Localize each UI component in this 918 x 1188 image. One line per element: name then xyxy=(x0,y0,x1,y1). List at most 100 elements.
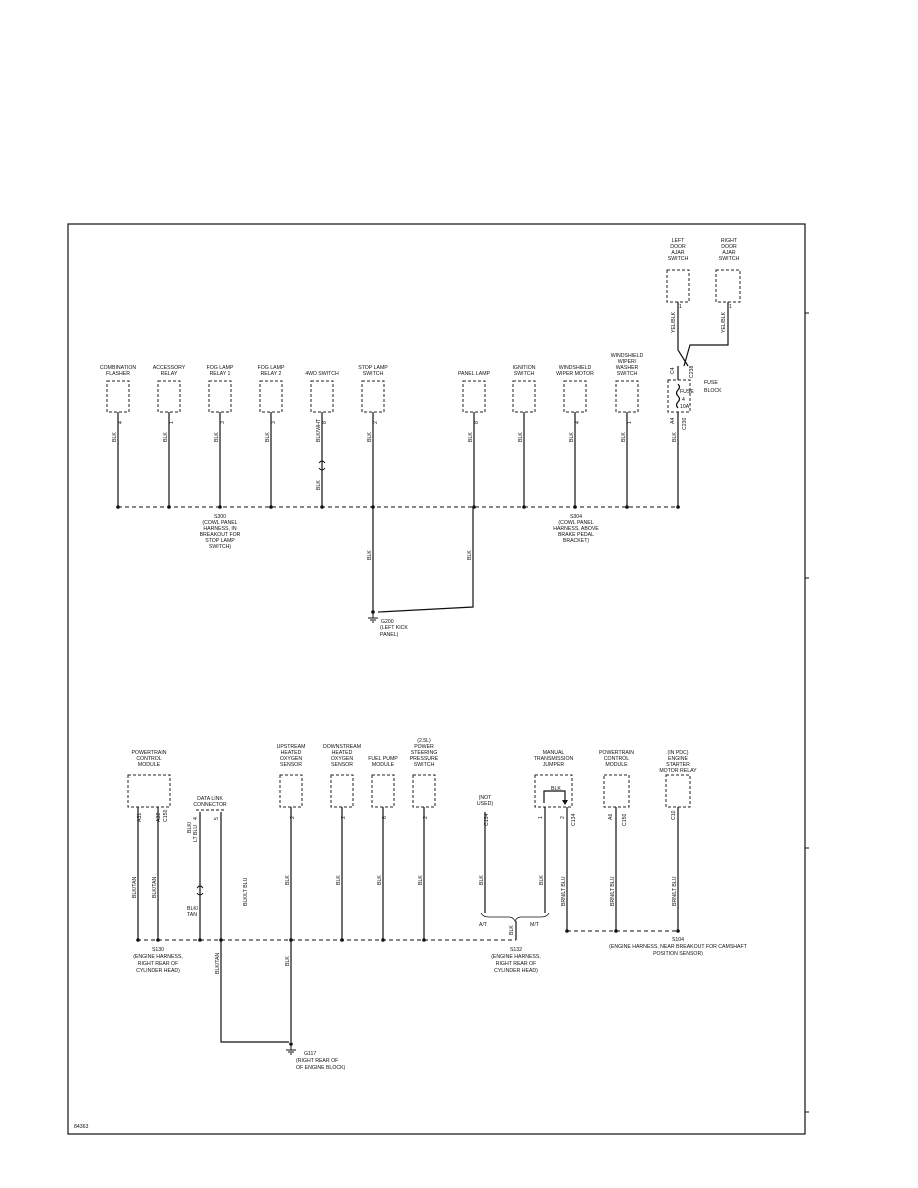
splice-s300-label: S300 xyxy=(214,514,226,520)
s132-wire-label: BLK xyxy=(509,925,515,935)
pcm-left-pin-2: A32 xyxy=(156,813,162,822)
not-used-wire-label: BLK xyxy=(479,875,485,885)
component-box xyxy=(361,380,385,413)
component-pin: 4 xyxy=(118,421,124,424)
mt-jumper-pin-1: 1 xyxy=(538,816,544,819)
g200-left-wire-label: BLK xyxy=(367,550,373,560)
component-box xyxy=(259,380,283,413)
starter-relay-wire-label: BRN/LT BLU xyxy=(672,876,678,906)
component-wire-label: BLK xyxy=(163,432,169,442)
component-pin: 2 xyxy=(373,421,379,424)
component-pin: 1 xyxy=(627,421,633,424)
dlc-pin-2: 5 xyxy=(214,817,220,820)
sensor-3-box xyxy=(412,774,436,808)
g200-right-wire xyxy=(377,507,474,613)
diagram-id: 84363 xyxy=(74,1124,89,1130)
component-wire-label: BLK xyxy=(112,432,118,442)
component-wire-label-lower: BLK xyxy=(316,480,322,490)
mt-jumper-wire-right: BRN/LT BLU xyxy=(561,876,567,906)
component-wire-label: BLK/WHT xyxy=(316,418,322,442)
splice-dot xyxy=(676,929,680,933)
left-door-wire-label: YEL/BLK xyxy=(671,311,677,333)
at-mt-bracket xyxy=(480,912,550,922)
right-door-ajar-switch-box xyxy=(715,269,741,303)
pcm-right-wire-label: BRN/LT BLU xyxy=(610,876,616,906)
component-box xyxy=(512,380,536,413)
fuse-pin-top: C4 xyxy=(670,367,676,374)
mt-jumper-box xyxy=(534,774,573,808)
component-wire-label: BLK xyxy=(621,432,627,442)
fuse-icon xyxy=(675,383,681,409)
not-used-conn: C134 xyxy=(484,813,490,826)
component-box xyxy=(563,380,587,413)
splice-s132-label: S132 xyxy=(510,947,522,953)
mt-jumper-conn: C134 xyxy=(571,813,577,826)
component-wire-label: BLK xyxy=(265,432,271,442)
pcm-left-pin-1: A31 xyxy=(137,813,143,822)
sensor-pin-3: 2 xyxy=(423,816,429,819)
fuse-block-label-2: BLOCK xyxy=(704,388,722,394)
component-box xyxy=(310,380,334,413)
mt-jumper-pin-2: 2 xyxy=(560,816,566,819)
sensor-1-box xyxy=(330,774,354,808)
component-pin: 4 xyxy=(575,421,581,424)
component-pin: 8 xyxy=(474,421,480,424)
component-box xyxy=(106,380,130,413)
mt-jumper-loop-wire: BLK xyxy=(551,786,561,792)
splice-dot xyxy=(625,505,629,509)
component-wire-label: BLK xyxy=(214,432,220,442)
component-pin: 1 xyxy=(169,421,175,424)
pcm-right-box xyxy=(603,774,630,808)
dlc-wire-top-2: BLK/ xyxy=(187,821,193,833)
component-box xyxy=(615,380,639,413)
left-door-ajar-switch-box xyxy=(666,269,690,303)
ground-g200-icon xyxy=(368,612,378,623)
sensor-pin-2: 6 xyxy=(382,816,388,819)
right-door-ajar-switch xyxy=(715,269,741,303)
dlc-pin-1: 4 xyxy=(193,817,199,820)
fuse-block-box xyxy=(667,379,691,413)
sensor-pin-1: 2 xyxy=(341,816,347,819)
splice-s304-label: S304 xyxy=(570,514,582,520)
sensor-2-box xyxy=(371,774,395,808)
component-label: PANEL LAMP xyxy=(458,371,491,377)
sensor-wire-label-2: BLK xyxy=(377,875,383,885)
component-wire-label: BLK xyxy=(518,432,524,442)
component-wire-label: BLK xyxy=(569,432,575,442)
connector-icon xyxy=(318,460,326,471)
ground-g200-label: G200 xyxy=(381,619,394,625)
component-pin: 3 xyxy=(271,421,277,424)
sensor-0-box xyxy=(279,774,303,808)
diagram-frame xyxy=(67,223,806,1135)
